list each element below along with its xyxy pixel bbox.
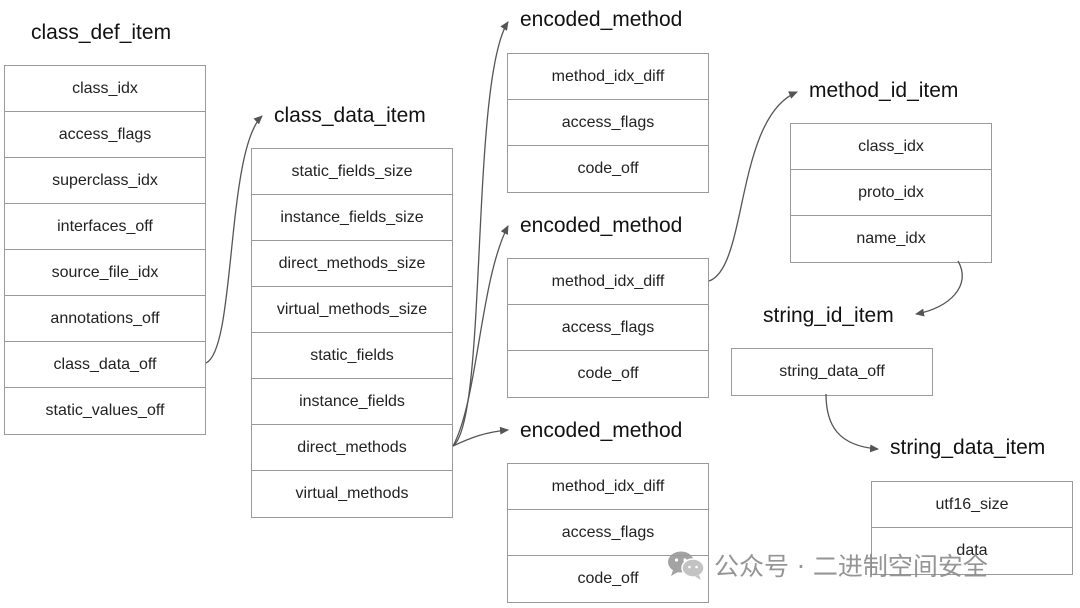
- method-id-item-box: class_idx proto_idx name_idx: [790, 123, 992, 263]
- arrow-string-data-off-to-string-data-item: [825, 393, 879, 453]
- class-data-field-direct-methods: direct_methods: [252, 425, 452, 471]
- method-id-field-name-idx: name_idx: [856, 230, 926, 247]
- class-data-field-virtual-methods-size: virtual_methods_size: [252, 287, 452, 333]
- class-def-field-class-idx: class_idx: [5, 66, 205, 112]
- encoded-method-2-field-code-off: code_off: [577, 365, 639, 382]
- string-id-field-string-data-off: string_data_off: [779, 363, 885, 380]
- encoded-method-3-field-code-off: code_off: [577, 570, 639, 587]
- string-data-item-box: utf16_size data: [871, 481, 1073, 575]
- encoded-method-1-field-code-off: code_off: [577, 160, 639, 177]
- class-def-field-source-file-idx: source_file_idx: [5, 250, 205, 296]
- encoded-method-3-title: encoded_method: [520, 419, 683, 442]
- class-def-item-box: class_idx access_flags superclass_idx in…: [4, 65, 206, 435]
- watermark-text: 公众号 · 二进制空间安全: [714, 552, 988, 581]
- class-data-field-instance-fields-size: instance_fields_size: [252, 195, 452, 241]
- arrow-class-data-off-to-class-data-item: [205, 115, 263, 364]
- method-id-field-proto-idx: proto_idx: [791, 170, 991, 216]
- arrow-direct-methods-to-encoded-method-2: [452, 225, 509, 447]
- wechat-icon: [668, 551, 705, 580]
- encoded-method-3-field-access-flags: access_flags: [508, 510, 708, 556]
- encoded-method-2-box: method_idx_diff access_flags code_off: [507, 258, 709, 398]
- encoded-method-2-field-access-flags: access_flags: [508, 305, 708, 351]
- class-def-field-access-flags: access_flags: [5, 112, 205, 158]
- class-data-item-title: class_data_item: [274, 104, 426, 127]
- class-data-field-static-fields: static_fields: [252, 333, 452, 379]
- class-data-item-box: static_fields_size instance_fields_size …: [251, 148, 453, 518]
- class-def-field-superclass-idx: superclass_idx: [5, 158, 205, 204]
- class-data-field-direct-methods-size: direct_methods_size: [252, 241, 452, 287]
- class-def-field-class-data-off: class_data_off: [5, 342, 205, 388]
- arrow-direct-methods-to-encoded-method-3: [452, 426, 509, 447]
- method-id-field-class-idx: class_idx: [791, 124, 991, 170]
- arrow-method-idx-diff-to-method-id-item: [708, 91, 798, 282]
- string-data-field-utf16-size: utf16_size: [872, 482, 1072, 528]
- class-def-field-interfaces-off: interfaces_off: [5, 204, 205, 250]
- encoded-method-1-title: encoded_method: [520, 8, 683, 31]
- class-def-field-annotations-off: annotations_off: [5, 296, 205, 342]
- encoded-method-1-field-method-idx-diff: method_idx_diff: [508, 54, 708, 100]
- encoded-method-3-field-method-idx-diff: method_idx_diff: [508, 464, 708, 510]
- class-data-field-virtual-methods: virtual_methods: [295, 485, 409, 502]
- arrow-name-idx-to-string-id-item: [915, 260, 963, 317]
- class-data-field-instance-fields: instance_fields: [252, 379, 452, 425]
- encoded-method-1-box: method_idx_diff access_flags code_off: [507, 53, 709, 193]
- watermark: 公众号 · 二进制空间安全: [666, 548, 988, 582]
- class-def-field-static-values-off: static_values_off: [45, 402, 165, 419]
- encoded-method-1-field-access-flags: access_flags: [508, 100, 708, 146]
- encoded-method-3-box: method_idx_diff access_flags code_off: [507, 463, 709, 603]
- string-data-item-title: string_data_item: [890, 436, 1046, 459]
- class-data-field-static-fields-size: static_fields_size: [252, 149, 452, 195]
- string-data-field-data: data: [956, 542, 988, 559]
- string-id-item-title: string_id_item: [763, 304, 894, 327]
- string-id-item-box: string_data_off: [731, 348, 933, 396]
- encoded-method-2-title: encoded_method: [520, 214, 683, 237]
- method-id-item-title: method_id_item: [809, 79, 959, 102]
- encoded-method-2-field-method-idx-diff: method_idx_diff: [508, 259, 708, 305]
- class-def-item-title: class_def_item: [31, 21, 172, 44]
- arrow-direct-methods-to-encoded-method-1: [452, 21, 509, 447]
